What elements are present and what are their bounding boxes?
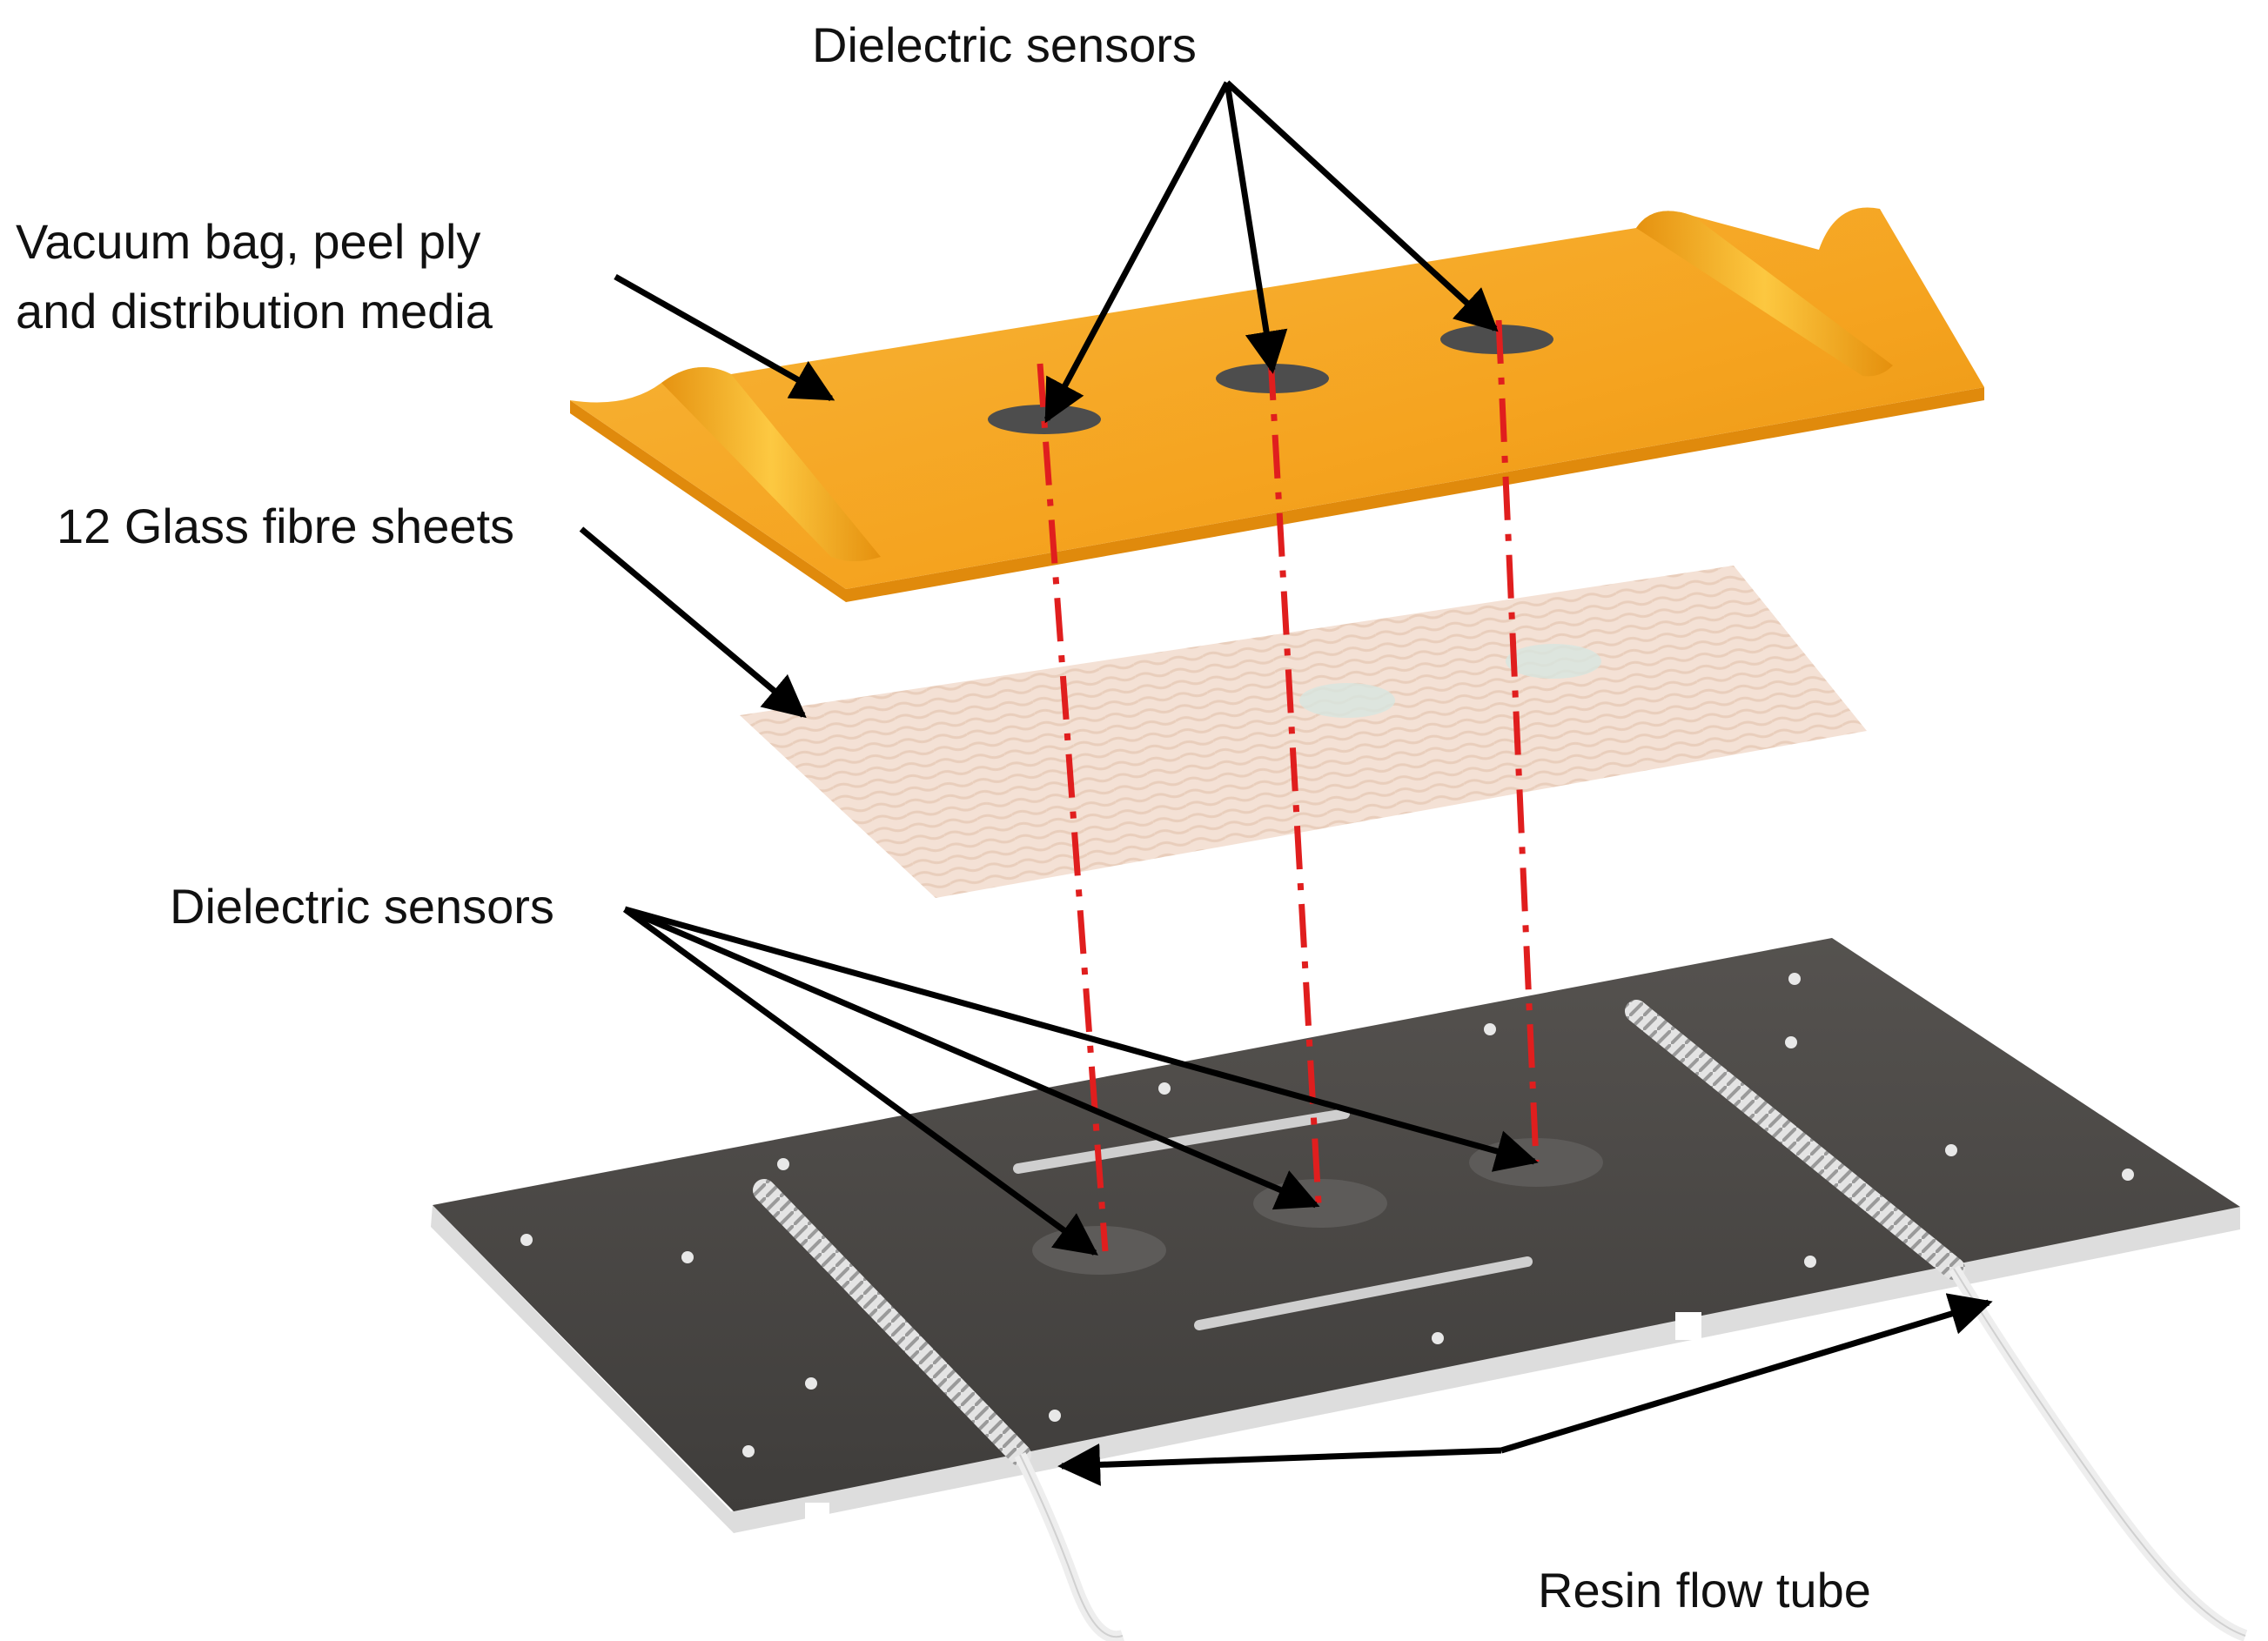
label-resin-flow-tube: Resin flow tube <box>1538 1563 1871 1618</box>
resin-flow-tube-left <box>753 1179 1124 1641</box>
label-glass-fibre-sheets: 12 Glass fibre sheets <box>57 499 515 553</box>
glass-fibre-sheets <box>740 566 1867 898</box>
label-top-dielectric-sensors: Dielectric sensors <box>812 17 1197 72</box>
mould-plate <box>431 938 2240 1533</box>
label-vacuum-bag-line2: and distribution media <box>16 284 493 338</box>
vacuum-bag <box>570 207 1984 602</box>
label-vacuum-bag-line1: Vacuum bag, peel ply <box>16 214 481 269</box>
resin-flow-tube-right <box>1625 1000 2248 1641</box>
alignment-lines <box>1037 319 1540 1252</box>
label-bottom-dielectric-sensors: Dielectric sensors <box>170 879 554 934</box>
leader-arrows <box>579 80 1993 1486</box>
